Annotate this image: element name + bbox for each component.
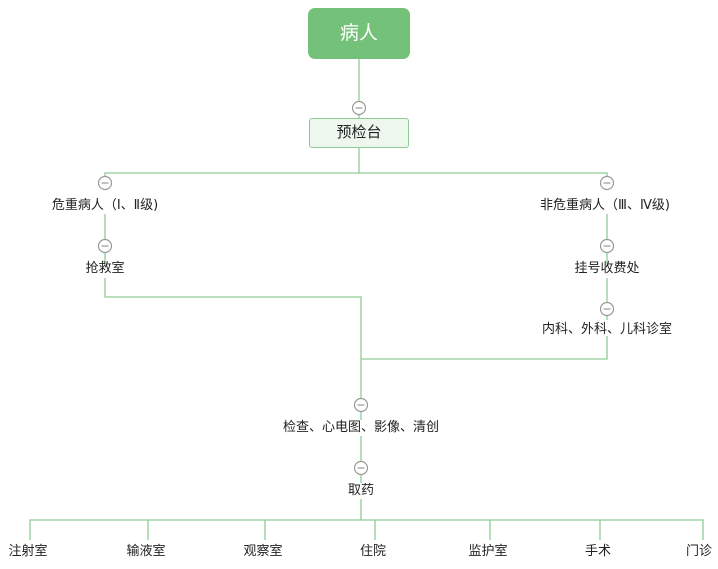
node-outpatient[interactable]: 门诊 <box>685 544 713 559</box>
connector-clinics-merge <box>361 336 608 360</box>
node-hospitalization[interactable]: 住院 <box>359 544 387 559</box>
toggle-rescue-collapse-minus-icon[interactable] <box>97 238 113 254</box>
node-registration-cashier[interactable]: 挂号收费处 <box>574 261 640 276</box>
connector-rescue-merge <box>104 278 362 420</box>
toggle-root-collapse-minus-icon[interactable] <box>351 100 367 116</box>
node-patient[interactable]: 病人 <box>308 8 410 59</box>
toggle-clinics-collapse-minus-icon[interactable] <box>599 301 615 317</box>
node-icu[interactable]: 监护室 <box>468 544 508 559</box>
node-observation-room[interactable]: 观察室 <box>243 544 283 559</box>
node-critical-patient[interactable]: 危重病人（Ⅰ、Ⅱ级) <box>51 198 159 213</box>
toggle-pharmacy-collapse-minus-icon[interactable] <box>353 460 369 476</box>
connector-pharmacy-destinations <box>29 499 704 540</box>
node-examinations[interactable]: 检查、心电图、影像、清创 <box>282 420 440 435</box>
node-clinics[interactable]: 内科、外科、儿科诊室 <box>541 322 673 337</box>
node-rescue-room[interactable]: 抢救室 <box>85 261 125 276</box>
connector-triage-branches <box>104 148 608 190</box>
toggle-critical-collapse-minus-icon[interactable] <box>97 175 113 191</box>
node-infusion-room[interactable]: 输液室 <box>126 544 166 559</box>
node-noncritical-patient[interactable]: 非危重病人（Ⅲ、Ⅳ级) <box>539 198 671 213</box>
toggle-registration-collapse-minus-icon[interactable] <box>599 238 615 254</box>
toggle-noncritical-collapse-minus-icon[interactable] <box>599 175 615 191</box>
node-injection-room[interactable]: 注射室 <box>8 544 48 559</box>
node-triage-desk[interactable]: 预检台 <box>309 118 409 148</box>
toggle-exams-collapse-minus-icon[interactable] <box>353 397 369 413</box>
node-pharmacy[interactable]: 取药 <box>347 483 375 498</box>
node-surgery[interactable]: 手术 <box>584 544 612 559</box>
